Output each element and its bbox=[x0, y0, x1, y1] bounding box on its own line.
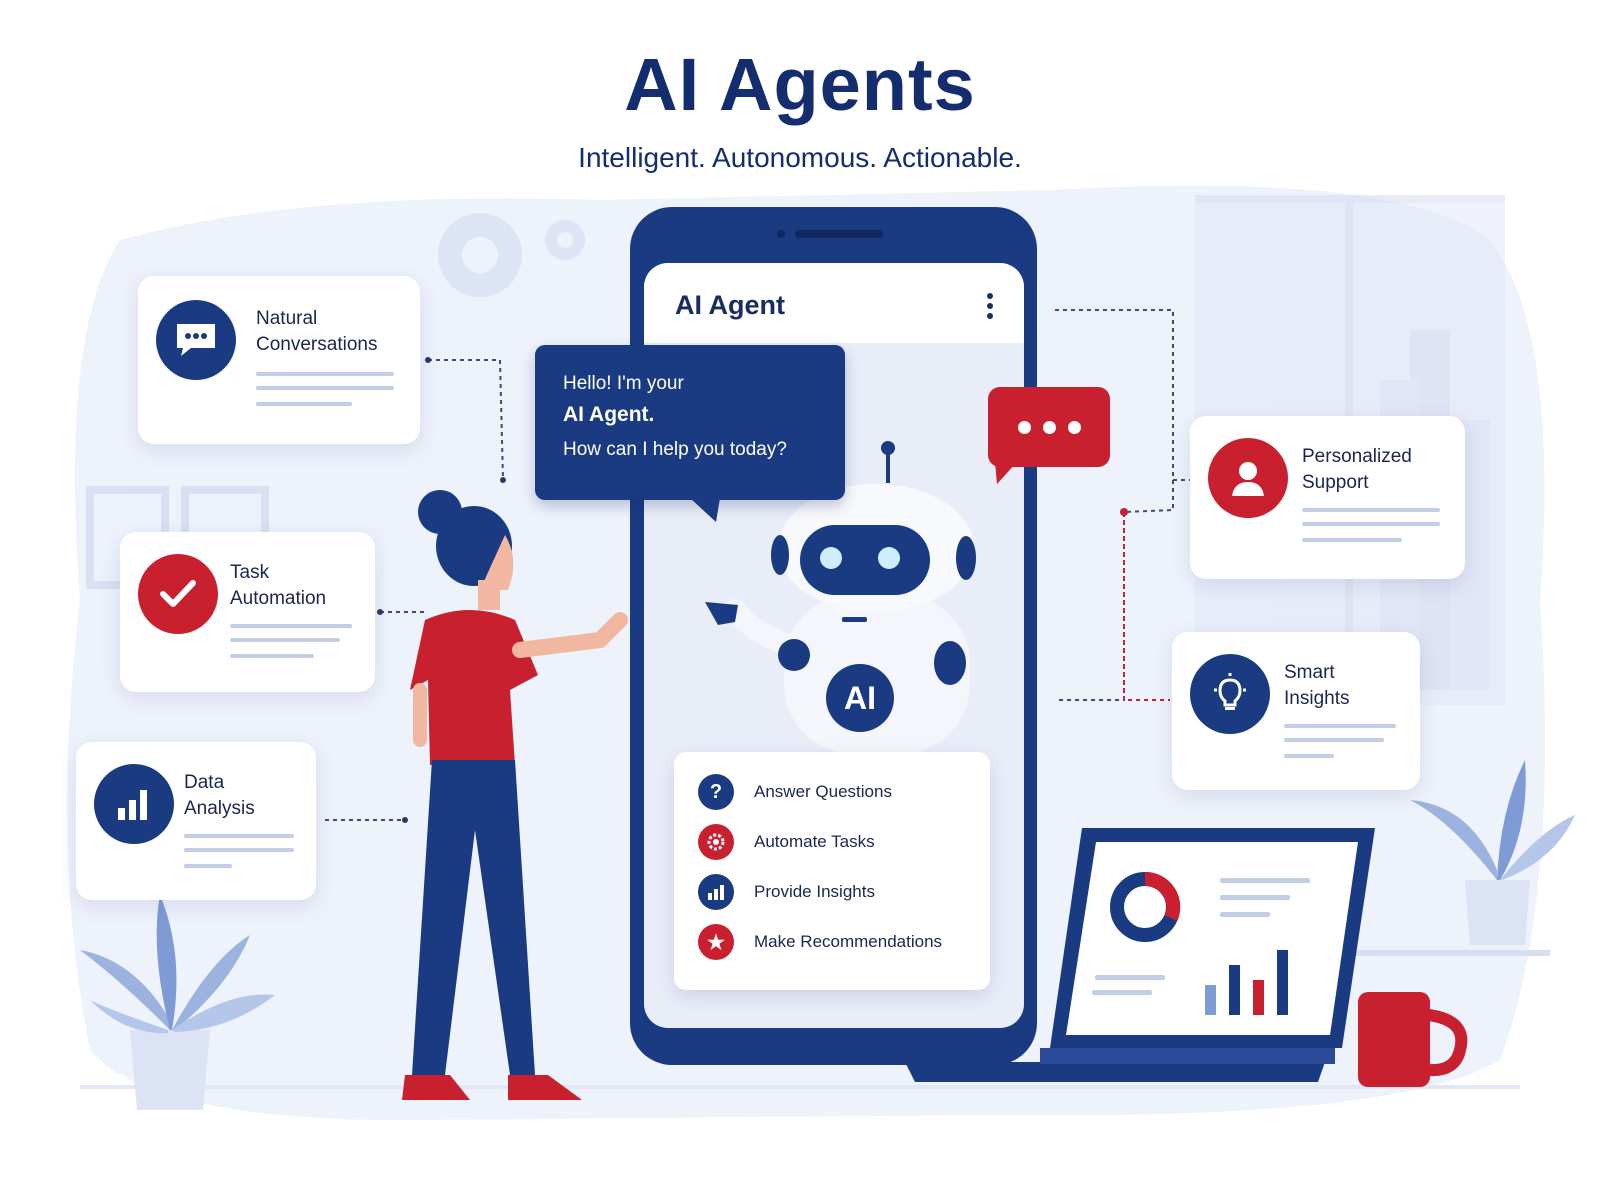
placeholder-line bbox=[256, 372, 394, 376]
greeting-bubble-tail bbox=[690, 498, 720, 522]
placeholder-line bbox=[1302, 522, 1440, 526]
feature-label: Task Automation bbox=[230, 562, 327, 609]
lightbulb-icon bbox=[1190, 654, 1270, 734]
placeholder-line bbox=[1284, 754, 1334, 758]
page-title: AI Agents bbox=[624, 43, 976, 126]
plant-right-decor bbox=[1410, 760, 1575, 945]
list-item-label: Automate Tasks bbox=[754, 832, 875, 851]
typing-indicator-bubble bbox=[988, 387, 1110, 467]
bar-chart-icon bbox=[698, 874, 734, 910]
person-illustration bbox=[402, 490, 628, 1100]
mug-illustration bbox=[1358, 992, 1468, 1087]
placeholder-line bbox=[184, 834, 294, 838]
greeting-bubble: Hello! I'm your AI Agent. How can I help… bbox=[535, 345, 845, 500]
feature-label: Personalized Support bbox=[1302, 446, 1412, 493]
placeholder-line bbox=[184, 848, 294, 852]
feature-card-data-analysis[interactable]: Data Analysis bbox=[76, 742, 316, 900]
gear-decor-icon bbox=[438, 213, 585, 297]
placeholder-line bbox=[230, 638, 340, 642]
list-item-label: Answer Questions bbox=[754, 782, 892, 801]
list-item-automate-tasks[interactable]: Automate Tasks bbox=[698, 824, 875, 860]
feature-card-natural-conversations[interactable]: Natural Conversations bbox=[138, 276, 420, 444]
greeting-line-3: How can I help you today? bbox=[563, 439, 787, 460]
list-item-make-recommendations[interactable]: ★ Make Recommendations bbox=[698, 924, 942, 960]
placeholder-line bbox=[1302, 508, 1440, 512]
feature-label: Smart Insights bbox=[1284, 662, 1350, 709]
laptop-illustration bbox=[905, 828, 1375, 1082]
chat-bubble-icon bbox=[156, 300, 236, 380]
placeholder-line bbox=[230, 624, 352, 628]
bar-chart-icon bbox=[94, 764, 174, 844]
capabilities-list: ? Answer Questions Automate Tasks Provid… bbox=[674, 752, 990, 990]
feature-label: Natural Conversations bbox=[256, 308, 378, 355]
shelf bbox=[1350, 950, 1550, 956]
placeholder-line bbox=[1284, 724, 1396, 728]
phone-app-title: AI Agent bbox=[675, 290, 785, 320]
placeholder-line bbox=[1284, 738, 1384, 742]
ai-badge: AI bbox=[826, 664, 894, 732]
user-icon bbox=[1208, 438, 1288, 518]
greeting-line-1: Hello! I'm your bbox=[563, 373, 684, 394]
placeholder-line bbox=[230, 654, 314, 658]
more-menu-icon bbox=[987, 293, 993, 319]
list-item-provide-insights[interactable]: Provide Insights bbox=[698, 874, 875, 910]
list-item-label: Make Recommendations bbox=[754, 932, 943, 951]
feature-card-smart-insights[interactable]: Smart Insights bbox=[1172, 632, 1420, 790]
placeholder-line bbox=[184, 864, 232, 868]
greeting-line-2: AI Agent. bbox=[563, 403, 655, 426]
floor bbox=[80, 1085, 1520, 1089]
list-item-answer-questions[interactable]: ? Answer Questions bbox=[698, 774, 892, 810]
plant-left-decor bbox=[80, 895, 275, 1110]
placeholder-line bbox=[1302, 538, 1402, 542]
placeholder-line bbox=[256, 386, 394, 390]
page-subtitle: Intelligent. Autonomous. Actionable. bbox=[578, 142, 1022, 173]
placeholder-line bbox=[256, 402, 352, 406]
gear-icon bbox=[698, 824, 734, 860]
star-icon: ★ bbox=[698, 924, 734, 960]
feature-card-task-automation[interactable]: Task Automation bbox=[120, 532, 375, 692]
question-icon: ? bbox=[698, 774, 734, 810]
connector-lines bbox=[325, 359, 504, 821]
feature-card-personalized-support[interactable]: Personalized Support bbox=[1190, 416, 1465, 579]
checkmark-icon bbox=[138, 554, 218, 634]
typing-bubble-tail bbox=[995, 462, 1017, 484]
feature-label: Data Analysis bbox=[184, 772, 255, 819]
list-item-label: Provide Insights bbox=[754, 882, 875, 901]
